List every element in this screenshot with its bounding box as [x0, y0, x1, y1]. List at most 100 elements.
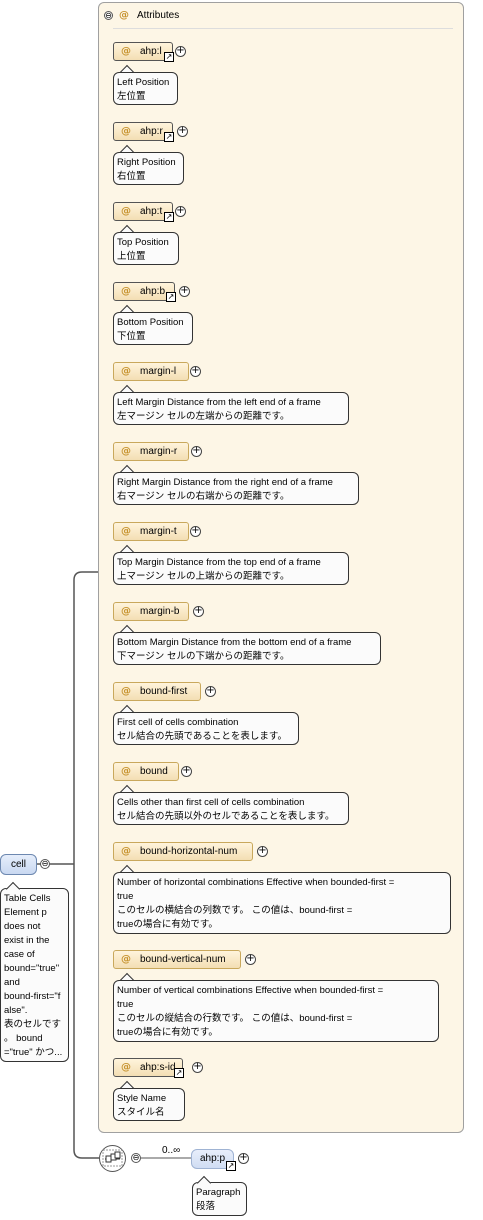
attribute-margin-r[interactable]: @ margin-r — [113, 442, 189, 461]
at-icon: @ — [121, 954, 131, 965]
attribute-documentation: Right Position 右位置 — [113, 152, 184, 185]
expand-icon[interactable]: + — [175, 205, 186, 217]
expand-icon[interactable]: + — [193, 605, 204, 617]
sequence-icon — [102, 1149, 123, 1167]
at-icon: @ — [121, 126, 131, 137]
attribute-name: margin-b — [140, 606, 180, 617]
attribute-name: ahp:r — [140, 126, 163, 137]
attribute-ahp-t[interactable]: @ ahp:t↗ — [113, 202, 174, 222]
child-documentation: Paragraph 段落 — [192, 1182, 247, 1216]
attribute-name: ahp:s-id — [140, 1062, 176, 1073]
attribute-name: bound — [140, 766, 168, 777]
documentation-text: Right Position 右位置 — [117, 157, 176, 182]
expand-icon[interactable]: + — [192, 1061, 203, 1073]
attribute-documentation: Style Name スタイル名 — [113, 1088, 185, 1121]
attribute-documentation: Right Margin Distance from the right end… — [113, 472, 359, 505]
expand-icon[interactable]: + — [238, 1152, 249, 1164]
child-documentation-text: Paragraph 段落 — [196, 1187, 241, 1212]
attribute-documentation: Number of horizontal combinations Effect… — [113, 872, 451, 934]
attribute-ahp-l[interactable]: @ ahp:l↗ — [113, 42, 174, 62]
at-icon: @ — [121, 206, 131, 217]
expand-icon[interactable]: + — [175, 45, 186, 57]
expand-icon[interactable]: + — [179, 285, 190, 297]
attribute-documentation: Left Margin Distance from the left end o… — [113, 392, 349, 425]
expand-icon[interactable]: + — [257, 845, 268, 857]
expand-icon[interactable]: + — [190, 525, 201, 537]
at-icon: @ — [121, 766, 131, 777]
attribute-documentation: Bottom Position 下位置 — [113, 312, 193, 345]
attribute-margin-l[interactable]: @ margin-l — [113, 362, 189, 381]
documentation-text: Right Margin Distance from the right end… — [117, 477, 333, 502]
attribute-ahp-b[interactable]: @ ahp:b↗ — [113, 282, 176, 302]
documentation-text: First cell of cells combination セル結合の先頭で… — [117, 717, 287, 742]
attribute-documentation: Top Position 上位置 — [113, 232, 179, 265]
reference-arrow-icon: ↗ — [174, 1068, 184, 1078]
at-icon: @ — [121, 686, 131, 697]
attribute-documentation: First cell of cells combination セル結合の先頭で… — [113, 712, 299, 745]
attribute-bound-vertical-num[interactable]: @ bound-vertical-num — [113, 950, 241, 969]
at-icon: @ — [121, 526, 131, 537]
cell-documentation: Table Cells Element p does not exist in … — [0, 888, 69, 1062]
expand-icon[interactable]: + — [190, 365, 201, 377]
attribute-name: margin-r — [140, 446, 178, 457]
reference-arrow-icon: ↗ — [164, 132, 174, 142]
attribute-name: ahp:l — [140, 46, 162, 57]
attribute-margin-t[interactable]: @ margin-t — [113, 522, 189, 541]
attribute-name: margin-t — [140, 526, 177, 537]
reference-arrow-icon: ↗ — [164, 52, 174, 62]
cardinality-label: 0..∞ — [162, 1145, 181, 1156]
at-icon: @ — [121, 446, 131, 457]
expand-icon[interactable]: + — [177, 125, 188, 137]
documentation-text: Bottom Position 下位置 — [117, 317, 184, 342]
attribute-documentation: Left Position 左位置 — [113, 72, 178, 105]
at-icon: @ — [119, 10, 129, 21]
at-icon: @ — [121, 366, 131, 377]
at-icon: @ — [121, 46, 131, 57]
cell-element[interactable]: cell — [0, 854, 37, 875]
reference-arrow-icon: ↗ — [226, 1161, 236, 1171]
documentation-text: Left Margin Distance from the left end o… — [117, 397, 321, 422]
child-element-ahp-p[interactable]: ahp:p ↗ — [191, 1149, 236, 1171]
at-icon: @ — [121, 846, 131, 857]
attribute-margin-b[interactable]: @margin-b — [113, 602, 189, 621]
expand-icon[interactable]: + — [191, 445, 202, 457]
reference-arrow-icon: ↗ — [166, 292, 176, 302]
attribute-bound-horizontal-num[interactable]: @ bound-horizontal-num — [113, 842, 253, 861]
attribute-ahp-s-id[interactable]: @ ahp:s-id↗ — [113, 1058, 184, 1078]
attribute-bound-first[interactable]: @ bound-first — [113, 682, 201, 701]
attribute-name: bound-first — [140, 686, 188, 697]
header-divider — [113, 28, 453, 29]
cell-collapse-icon[interactable]: ⊖ — [40, 859, 50, 869]
attribute-name: bound-vertical-num — [140, 954, 226, 965]
cell-documentation-text: Table Cells Element p does not exist in … — [4, 893, 63, 1058]
attribute-name: ahp:b — [140, 286, 166, 297]
attribute-documentation: Bottom Margin Distance from the bottom e… — [113, 632, 381, 665]
documentation-text: Style Name スタイル名 — [117, 1093, 167, 1118]
attributes-group-header: ⊖ @ Attributes — [104, 9, 179, 23]
attribute-documentation: Cells other than first cell of cells com… — [113, 792, 349, 825]
at-icon: @ — [121, 286, 131, 297]
reference-arrow-icon: ↗ — [164, 212, 174, 222]
sequence-compositor[interactable] — [99, 1145, 126, 1172]
at-icon: @ — [121, 1062, 131, 1073]
documentation-text: Cells other than first cell of cells com… — [117, 797, 335, 822]
attribute-documentation: Number of vertical combinations Effectiv… — [113, 980, 439, 1042]
attribute-name: bound-horizontal-num — [140, 846, 238, 857]
attribute-name: margin-l — [140, 366, 177, 377]
expand-icon[interactable]: + — [245, 953, 256, 965]
attribute-documentation: Top Margin Distance from the top end of … — [113, 552, 349, 585]
sequence-collapse-icon[interactable]: ⊖ — [131, 1153, 141, 1163]
documentation-text: Number of vertical combinations Effectiv… — [117, 985, 384, 1038]
documentation-text: Top Position 上位置 — [117, 237, 169, 262]
attributes-group-title: Attributes — [137, 10, 180, 21]
child-element-label: ahp:p — [199, 1153, 226, 1164]
collapse-icon[interactable]: ⊖ — [104, 10, 113, 20]
documentation-text: Number of horizontal combinations Effect… — [117, 877, 395, 930]
expand-icon[interactable]: + — [181, 765, 192, 777]
attribute-name: ahp:t — [140, 206, 163, 217]
attribute-bound[interactable]: @ bound — [113, 762, 179, 781]
documentation-text: Top Margin Distance from the top end of … — [117, 557, 321, 582]
attribute-ahp-r[interactable]: @ ahp:r↗ — [113, 122, 174, 142]
expand-icon[interactable]: + — [205, 685, 216, 697]
documentation-text: Left Position 左位置 — [117, 77, 170, 102]
